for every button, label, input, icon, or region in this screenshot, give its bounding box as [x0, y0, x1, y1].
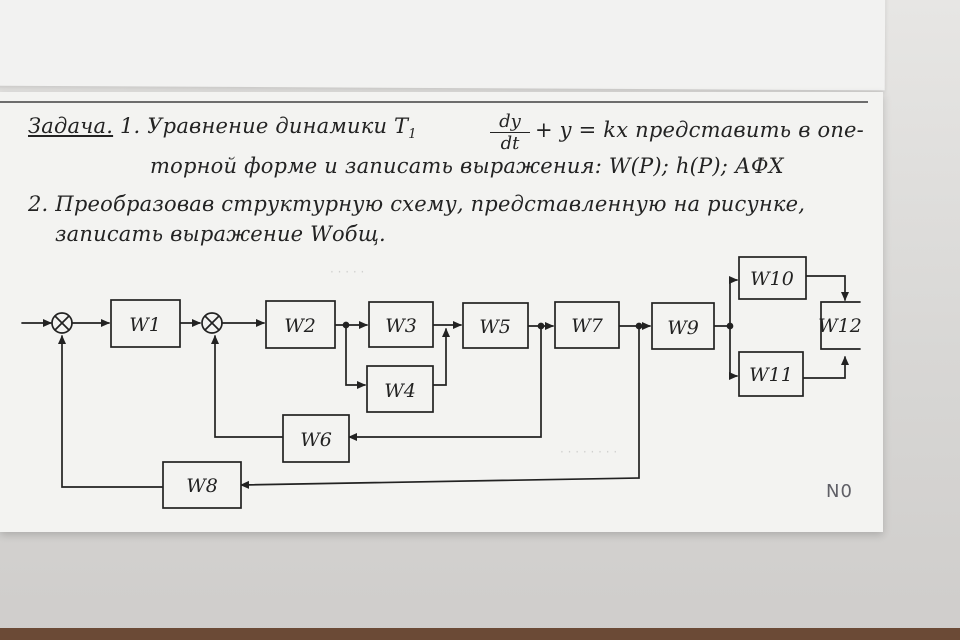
block-w10: [738, 256, 807, 300]
block-w4: [366, 365, 434, 413]
block-w6: [282, 414, 350, 463]
label-w3: W3: [385, 315, 417, 337]
block-w8: [162, 461, 242, 509]
table-edge: [0, 628, 960, 640]
label-w12: W12: [818, 315, 862, 337]
block-w2: [265, 300, 336, 349]
task-label: Задача.: [28, 114, 114, 138]
block-w1: [110, 299, 181, 348]
label-w4: W4: [384, 380, 416, 402]
bleed-through-mark: · · · · ·: [330, 265, 365, 279]
block-w3: [368, 301, 434, 348]
bleed-through-mark: · · · · · · · ·: [560, 445, 618, 459]
feedback-line-w8-out: [58, 335, 164, 488]
task-line-1-subscript: 1: [408, 127, 417, 143]
pencil-note: N0: [826, 481, 853, 502]
label-w11: W11: [749, 364, 793, 386]
feedback-line-w8-in: [240, 325, 640, 489]
line-branch-w4: [345, 324, 366, 389]
block-w9: [651, 302, 715, 350]
line-w4-join: [432, 328, 450, 386]
fraction-numerator: dy: [490, 112, 530, 133]
block-w12: [820, 301, 861, 350]
task-line-1-end: + y = kx представить в опе-: [535, 118, 864, 142]
task-line-4: записать выражение Wобщ.: [55, 222, 386, 246]
label-w10: W10: [750, 268, 794, 290]
summing-junction-1: [51, 312, 73, 334]
block-w11: [738, 351, 804, 397]
feedback-line-w6-in: [348, 325, 542, 441]
summing-junction-2: [201, 312, 223, 334]
label-w7: W7: [571, 315, 604, 337]
task-line-1-start: 1. Уравнение динамики T: [119, 114, 409, 138]
feedback-line-w6-out: [211, 335, 284, 438]
label-w9: W9: [667, 317, 699, 339]
label-w5: W5: [479, 316, 511, 338]
block-w5: [462, 302, 529, 349]
line-split-w10: [729, 276, 738, 327]
label-w8: W8: [186, 475, 218, 497]
line-w10-w12: [805, 275, 849, 301]
fraction-denominator: dt: [500, 133, 520, 154]
line-split-w11: [729, 325, 738, 380]
task-line-1: Задача. 1. Уравнение динамики T1: [28, 114, 417, 142]
label-w1: W1: [129, 314, 161, 336]
fraction-dy-dt: dy dt: [490, 112, 530, 155]
label-w2: W2: [284, 315, 316, 337]
line-w11-w12: [802, 356, 849, 379]
block-w7: [554, 301, 620, 349]
task-line-2: торной форме и записать выражения: W(P);…: [150, 154, 784, 178]
task-line-3: 2. Преобразовав структурную схему, предс…: [28, 192, 806, 216]
label-w6: W6: [300, 429, 332, 451]
paper-top-rule: [0, 101, 868, 103]
